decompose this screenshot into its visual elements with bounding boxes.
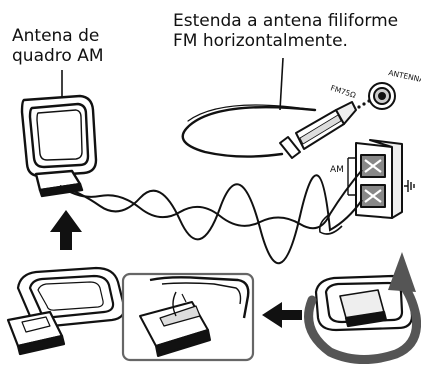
fm-wire-antenna [181, 104, 317, 158]
am-terminal-label: AM [330, 165, 344, 175]
fm-connector-plug [279, 101, 357, 159]
ground-symbol-icon [404, 180, 415, 192]
fm-label-line-1: Estenda a antena filiforme [173, 11, 399, 31]
fm-antenna-jack [368, 82, 396, 110]
am-label-line-2: quadro AM [12, 46, 104, 66]
am-antenna-assembled [6, 266, 126, 356]
fm-label-leader-line [279, 57, 284, 111]
rotate-arrow-icon [304, 252, 421, 365]
am-terminal-block [347, 139, 403, 219]
fm75-label: FM75Ω [329, 83, 357, 100]
am-twisted-lead-wire [59, 169, 363, 264]
left-arrow-icon [262, 302, 302, 328]
fm-wire-antenna-instruction: Estenda a antena filiforme FM horizontal… [173, 11, 398, 51]
fm-label-line-2: FM horizontalmente. [173, 31, 348, 51]
am-loop-antenna-label: Antena de quadro AM [12, 26, 104, 66]
am-loop-antenna [20, 94, 98, 198]
antenna-jack-label: ANTENNA [388, 68, 421, 85]
up-arrow-icon [50, 210, 82, 250]
detail-inset-drawing [139, 276, 250, 357]
am-label-line-1: Antena de [12, 26, 100, 46]
fm-plug-direction-dots [357, 99, 371, 109]
